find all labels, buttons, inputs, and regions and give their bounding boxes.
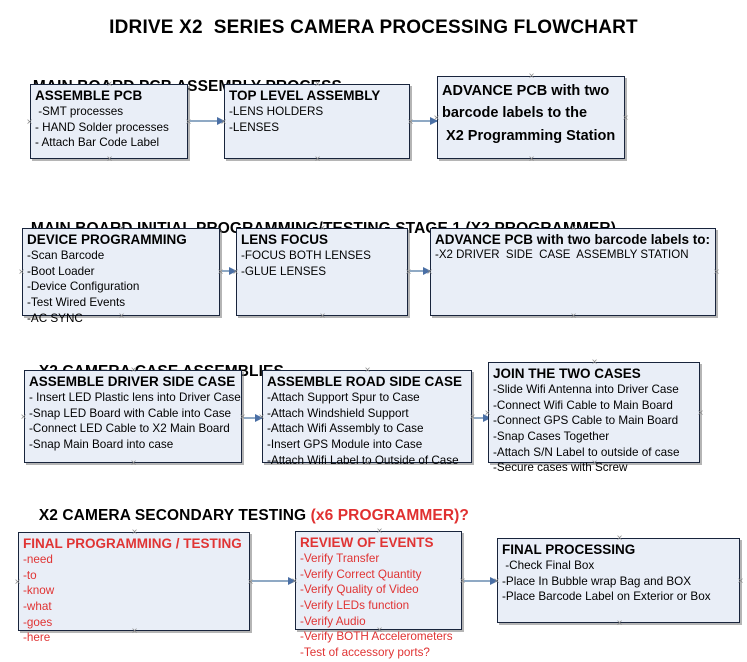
node-line: -LENSES xyxy=(229,120,280,134)
connector-arrow xyxy=(410,266,431,275)
node-line-overflow: -Test of accessory ports? xyxy=(300,645,430,659)
node-line: -Attach Wifi Assembly to Case xyxy=(267,422,424,436)
flow-node-review-of-events[interactable]: REVIEW OF EVENTS -Verify Transfer -Verif… xyxy=(295,531,462,659)
node-line: -Verify Quality of Video xyxy=(300,583,419,597)
page-title: IDRIVE X2 SERIES CAMERA PROCESSING FLOWC… xyxy=(109,17,638,38)
node-line: -GLUE LENSES xyxy=(241,264,327,278)
node-line: -what xyxy=(23,599,52,613)
node-title: TOP LEVEL ASSEMBLY xyxy=(229,88,381,103)
node-line: -goes xyxy=(23,615,53,629)
handle-right-icon[interactable] xyxy=(621,114,630,123)
node-line: -here xyxy=(23,631,51,645)
node-line: -Snap LED Board with Cable into Case xyxy=(29,406,232,420)
handle-right-icon[interactable] xyxy=(712,268,721,277)
node-title: ADVANCE PCB with two barcode labels to: xyxy=(435,232,711,247)
node-line: -Secure cases with Screw xyxy=(493,461,628,475)
node-line: -Snap Cases Together xyxy=(493,429,610,443)
flow-node-device-programming[interactable]: DEVICE PROGRAMMING -Scan Barcode -Boot L… xyxy=(22,228,220,325)
node-line: -Connect Wifi Cable to Main Board xyxy=(493,398,673,412)
node-line: -Verify Correct Quantity xyxy=(300,567,422,581)
flow-node-advance-pcb-x2-programming[interactable]: ADVANCE PCB with two barcode labels to t… xyxy=(437,76,625,159)
node-line: -SMT processes xyxy=(35,104,124,118)
node-line: - Attach Bar Code Label xyxy=(35,136,160,150)
node-line: -need xyxy=(23,552,53,566)
node-title: JOIN THE TWO CASES xyxy=(493,366,641,381)
flow-node-join-the-two-cases[interactable]: JOIN THE TWO CASES -Slide Wifi Antenna i… xyxy=(488,362,700,474)
node-line: -Verify LEDs function xyxy=(300,598,410,612)
node-title: ASSEMBLE ROAD SIDE CASE xyxy=(267,374,463,389)
node-line: -Check Final Box xyxy=(502,558,595,572)
flow-node-lens-focus[interactable]: LENS FOCUS -FOCUS BOTH LENSES -GLUE LENS… xyxy=(236,228,408,316)
node-line: -Connect GPS Cable to Main Board xyxy=(493,414,679,428)
connector-arrow xyxy=(222,266,237,275)
node-line: -X2 DRIVER SIDE CASE ASSEMBLY STATION xyxy=(435,248,689,261)
node-line: -Connect LED Cable to X2 Main Board xyxy=(29,422,230,436)
node-title: ASSEMBLE PCB xyxy=(35,88,143,103)
node-title: REVIEW OF EVENTS xyxy=(300,535,434,550)
node-line: -LENS HOLDERS xyxy=(229,104,324,118)
node-line: -Verify Transfer xyxy=(300,551,380,565)
node-line: -to xyxy=(23,568,37,582)
section-heading-secondary-testing: X2 CAMERA SECONDARY TESTING (x6 PROGRAMM… xyxy=(30,489,469,525)
handle-bottom-icon[interactable] xyxy=(129,459,138,468)
flow-node-top-level-assembly[interactable]: TOP LEVEL ASSEMBLY -LENS HOLDERS -LENSES xyxy=(224,84,410,159)
handle-bottom-icon[interactable] xyxy=(569,312,578,321)
node-title: ADVANCE PCB with two barcode labels to t… xyxy=(442,83,616,144)
node-title: FINAL PROCESSING xyxy=(502,542,636,557)
handle-right-icon[interactable] xyxy=(696,409,705,418)
node-line: -Attach Wifi Label to Outside of Case xyxy=(267,453,459,467)
handle-left-icon[interactable] xyxy=(17,268,26,277)
node-line: -Insert GPS Module into Case xyxy=(267,437,423,451)
node-line: -Slide Wifi Antenna into Driver Case xyxy=(493,382,679,396)
flow-node-final-processing[interactable]: FINAL PROCESSING -Check Final Box -Place… xyxy=(497,538,740,623)
connector-arrow xyxy=(252,576,296,585)
node-line: -Attach Windshield Support xyxy=(267,406,409,420)
node-line: -Attach Support Spur to Case xyxy=(267,390,420,404)
node-line: - HAND Solder processes xyxy=(35,120,169,134)
flow-node-advance-pcb-driver-side[interactable]: ADVANCE PCB with two barcode labels to: … xyxy=(430,228,716,316)
node-title: DEVICE PROGRAMMING xyxy=(27,232,187,247)
node-line: -FOCUS BOTH LENSES xyxy=(241,248,371,262)
node-line: -Scan Barcode xyxy=(27,248,105,262)
section-heading-accent: (x6 PROGRAMMER)? xyxy=(310,507,469,524)
node-line: -Place Barcode Label on Exterior or Box xyxy=(502,590,711,604)
flow-node-assemble-driver-side-case[interactable]: ASSEMBLE DRIVER SIDE CASE - Insert LED P… xyxy=(24,370,242,463)
connector-arrow xyxy=(190,116,225,125)
node-line: -Snap Main Board into case xyxy=(29,437,174,451)
connector-arrow xyxy=(474,413,491,422)
handle-bottom-icon[interactable] xyxy=(105,155,114,164)
node-line: -know xyxy=(23,584,55,598)
node-line: -Place In Bubble wrap Bag and BOX xyxy=(502,574,692,588)
connector-arrow xyxy=(412,116,438,125)
handle-bottom-icon[interactable] xyxy=(318,312,327,321)
node-line: -AC SYNC xyxy=(27,311,83,325)
handle-left-icon[interactable] xyxy=(19,413,28,422)
node-title: FINAL PROGRAMMING / TESTING xyxy=(23,536,242,551)
node-title: ASSEMBLE DRIVER SIDE CASE xyxy=(29,374,236,389)
handle-left-icon[interactable] xyxy=(25,118,34,127)
node-line: -Verify Audio xyxy=(300,614,366,628)
node-line: -Verify BOTH Accelerometers xyxy=(300,630,453,644)
node-line: -Boot Loader xyxy=(27,264,95,278)
node-line: - Insert LED Plastic lens into Driver Ca… xyxy=(29,390,241,404)
connector-arrow xyxy=(244,413,263,422)
flow-node-assemble-pcb[interactable]: ASSEMBLE PCB -SMT processes - HAND Solde… xyxy=(30,84,188,159)
node-line: -Attach S/N Label to outside of case xyxy=(493,445,680,459)
section-heading-text: X2 CAMERA SECONDARY TESTING xyxy=(38,507,311,524)
handle-left-icon[interactable] xyxy=(13,578,22,587)
handle-bottom-icon[interactable] xyxy=(313,155,322,164)
handle-bottom-icon[interactable] xyxy=(615,619,624,628)
flow-node-final-programming-testing[interactable]: FINAL PROGRAMMING / TESTING -need -to -k… xyxy=(18,532,250,644)
handle-right-icon[interactable] xyxy=(736,577,745,586)
connector-arrow xyxy=(464,576,498,585)
node-line: -Test Wired Events xyxy=(27,295,126,309)
node-line: -Device Configuration xyxy=(27,280,140,294)
node-title: LENS FOCUS xyxy=(241,232,329,247)
handle-bottom-icon[interactable] xyxy=(527,155,536,164)
flow-node-assemble-road-side-case[interactable]: ASSEMBLE ROAD SIDE CASE -Attach Support … xyxy=(262,370,472,467)
